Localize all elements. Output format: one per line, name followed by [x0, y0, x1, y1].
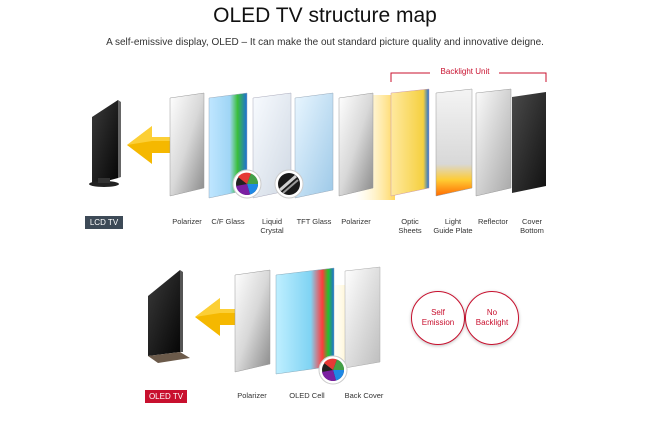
lcd-label-polarizer-1: Polarizer	[172, 217, 202, 226]
lcd-layer-optic-sheets	[390, 88, 430, 197]
backlight-unit-bracket	[390, 72, 547, 82]
lcd-tv-badge: LCD TV	[85, 216, 123, 229]
oled-layer-polarizer	[234, 269, 271, 373]
lcd-label-cover-bottom: Cover Bottom	[520, 217, 544, 235]
oled-label-polarizer: Polarizer	[237, 391, 267, 400]
oled-tv-illustration	[148, 270, 190, 363]
lcd-label-polarizer-2: Polarizer	[341, 217, 371, 226]
oled-label-cell: OLED Cell	[289, 391, 325, 400]
lcd-layer-polarizer-2	[338, 92, 374, 197]
oled-layer-back-cover	[344, 266, 381, 369]
feature-self-emission: Self Emission	[411, 291, 465, 345]
page-subtitle: A self-emissive display, OLED – It can m…	[106, 37, 544, 48]
lcd-label-liquid-crystal: Liquid Crystal	[260, 217, 284, 235]
lcd-label-cf-glass: C/F Glass	[211, 217, 245, 226]
page-title: OLED TV structure map	[213, 4, 437, 27]
liquid-crystal-icon	[274, 169, 304, 199]
rgb-subpixel-icon	[232, 169, 262, 199]
lcd-label-tft-glass: TFT Glass	[296, 217, 332, 226]
oled-label-back-cover: Back Cover	[344, 391, 384, 400]
lcd-label-light-guide-plate: Light Guide Plate	[433, 217, 473, 235]
feature-no-backlight: No Backlight	[465, 291, 519, 345]
lcd-label-reflector: Reflector	[477, 217, 508, 226]
lcd-layer-tft-glass	[294, 92, 334, 199]
lcd-layer-cover-bottom	[512, 92, 546, 193]
lcd-layer-light-guide-plate	[435, 88, 473, 197]
backlight-unit-label: Backlight Unit	[440, 67, 490, 76]
oled-rgb-subpixel-icon	[318, 355, 348, 385]
lcd-layer-polarizer-1	[169, 92, 205, 197]
oled-tv-badge: OLED TV	[145, 390, 187, 403]
lcd-layer-reflector	[475, 88, 512, 197]
lcd-tv-illustration	[89, 100, 121, 187]
lcd-label-optic-sheets: Optic Sheets	[398, 217, 422, 235]
